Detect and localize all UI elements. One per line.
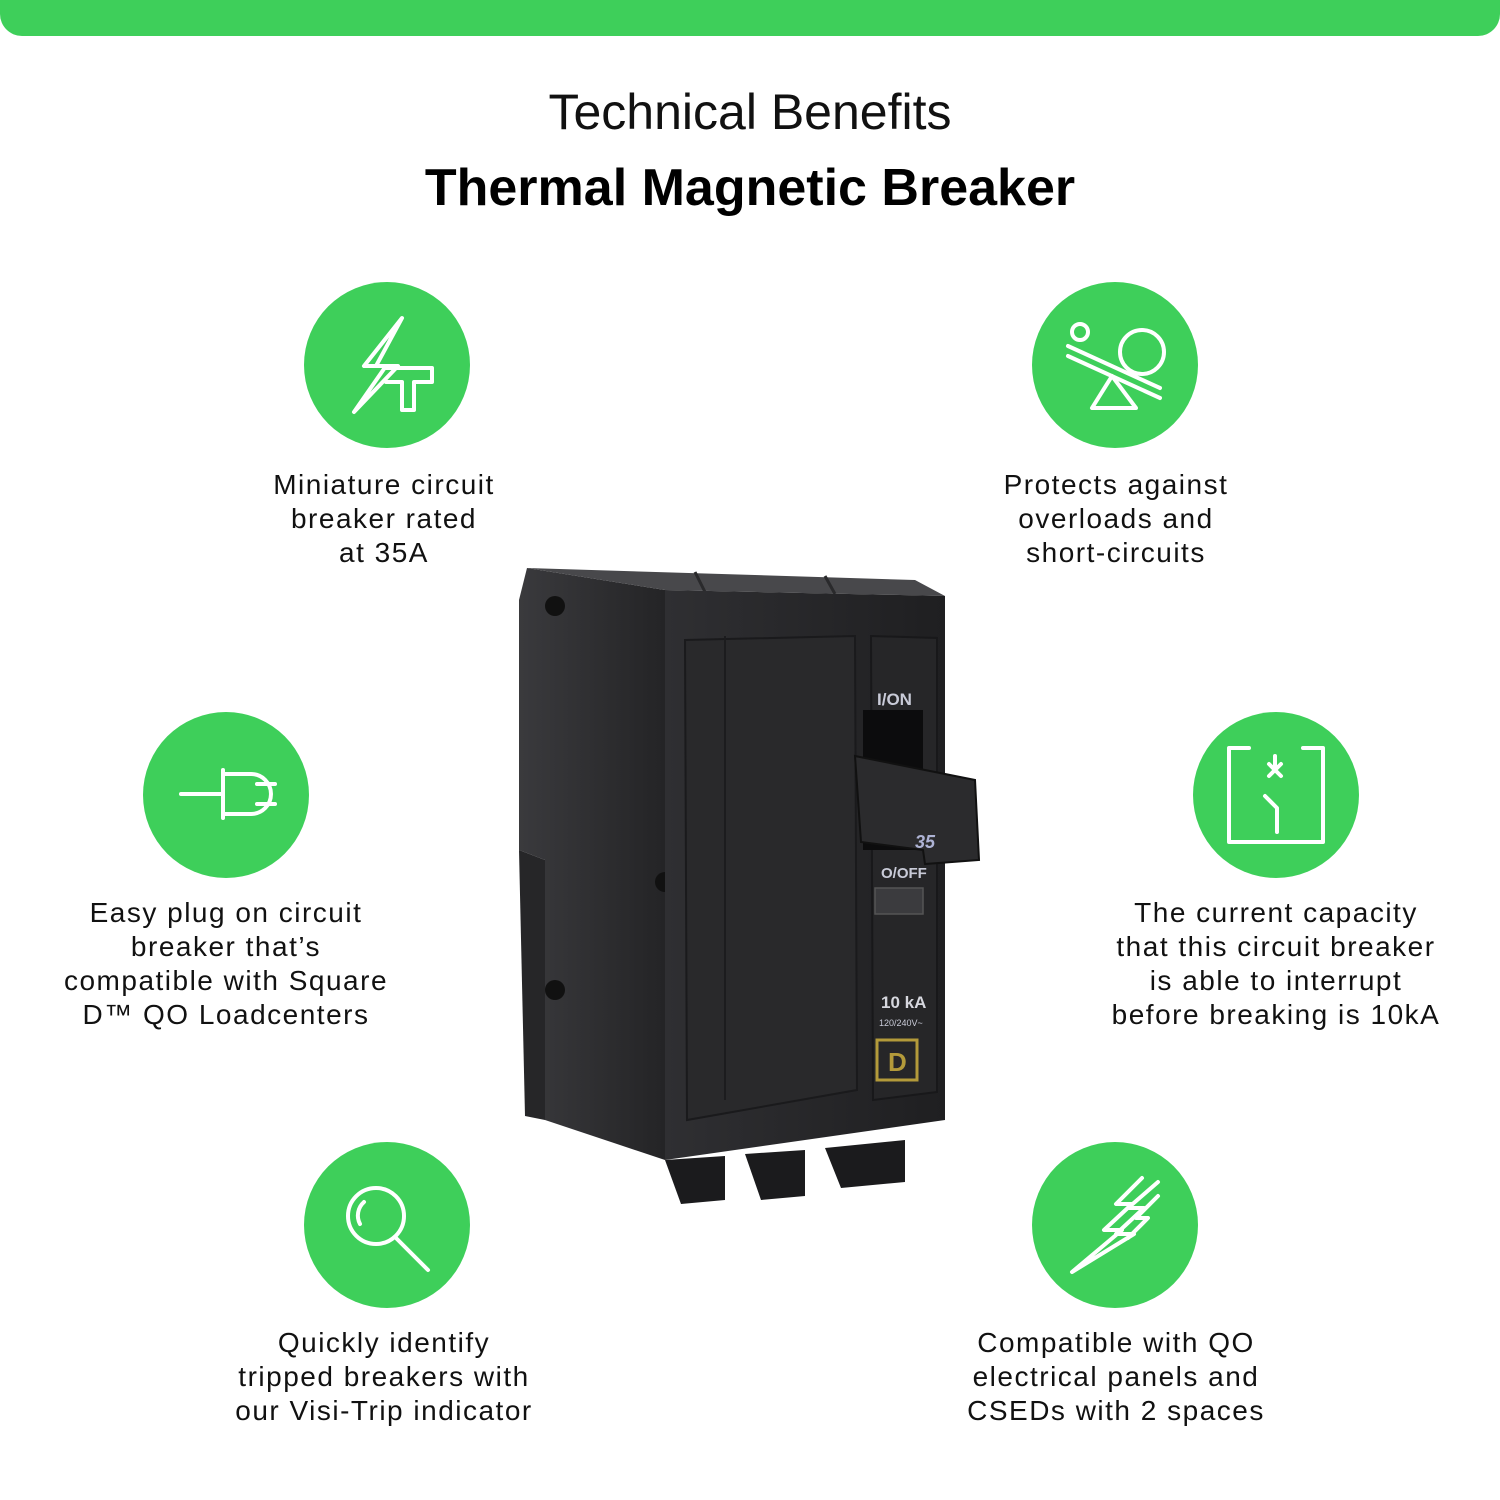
seesaw-balance-icon <box>1032 282 1198 448</box>
breaker-voltage: 120/240V~ <box>879 1018 923 1028</box>
feature-caption-visi-trip: Quickly identify tripped breakers with o… <box>235 1327 533 1426</box>
square-d-logo: D <box>888 1047 907 1077</box>
circuit-breaker-image: I/ON 35 O/OFF 10 kA 120/240V~ D <box>519 568 981 1204</box>
feature-caption-plug-on: Easy plug on circuit breaker that’s comp… <box>63 897 389 1030</box>
page-subtitle: Technical Benefits <box>548 84 952 140</box>
lightning-tower-icon <box>304 282 470 448</box>
breaker-off-label: O/OFF <box>881 865 927 882</box>
double-lightning-icon <box>1032 1142 1198 1308</box>
breaker-amp-rating: 35 <box>915 832 936 852</box>
page-title: Thermal Magnetic Breaker <box>424 159 1076 217</box>
breaker-switch-icon <box>1193 712 1359 878</box>
feature-caption-protection: Protects against overloads and short-cir… <box>1003 469 1229 568</box>
feature-caption-rating: Miniature circuit breaker rated at 35A <box>273 469 495 568</box>
top-accent-bar <box>0 0 1500 36</box>
breaker-on-label: I/ON <box>877 690 912 709</box>
breaker-ka-rating: 10 kA <box>881 993 926 1012</box>
magnifier-icon <box>304 1142 470 1308</box>
plug-icon <box>143 712 309 878</box>
feature-caption-capacity: The current capacity that this circuit b… <box>1111 897 1441 1030</box>
feature-caption-compatible-panels: Compatible with QO electrical panels and… <box>967 1327 1265 1426</box>
